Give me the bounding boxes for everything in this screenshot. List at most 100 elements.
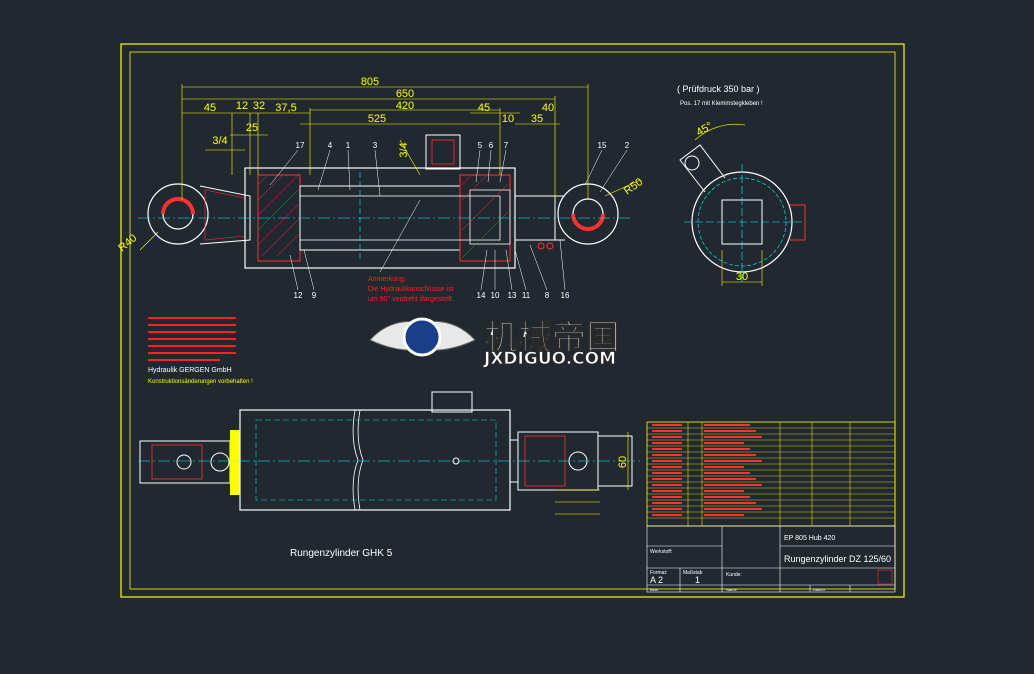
parts-row-number-mark	[652, 496, 682, 498]
parts-row-number-mark	[652, 442, 682, 444]
parts-row-text-mark	[704, 472, 750, 474]
balloon-11: 11	[522, 291, 531, 300]
parts-row-text-mark	[704, 466, 744, 468]
watermark: 机械帝国 JXDIGUO.COM	[369, 317, 621, 369]
dim-10: 10	[502, 113, 514, 125]
parts-row-text-mark	[704, 460, 762, 462]
balloon-10: 10	[491, 291, 500, 300]
dim-3-4-left: 3/4	[212, 135, 227, 147]
parts-row-text-mark	[704, 436, 762, 438]
sheet-value: 1	[695, 575, 700, 585]
bottom-view: 60	[138, 391, 640, 515]
remark-title: Anmerkung:	[368, 276, 406, 283]
parts-row-number-mark	[652, 454, 682, 456]
balloon-8: 8	[545, 291, 550, 300]
parts-row-text-mark	[704, 484, 762, 486]
parts-row-text-mark	[704, 442, 744, 444]
balloon-17: 17	[296, 141, 305, 150]
balloon-12: 12	[294, 291, 303, 300]
dim-35: 35	[531, 113, 543, 125]
parts-row-number-mark	[652, 424, 682, 426]
parts-row-text-mark	[704, 430, 756, 432]
parts-row-number-mark	[652, 508, 682, 510]
customer-label: Kunde:	[726, 572, 742, 578]
balloon-5: 5	[478, 141, 483, 150]
dim-525: 525	[368, 113, 386, 125]
dim-r40: R40	[116, 232, 139, 254]
parts-row-number-mark	[652, 478, 682, 480]
title-block	[646, 525, 896, 593]
balloon-16: 16	[561, 291, 570, 300]
side-dim-45deg: 45°	[694, 120, 714, 139]
company-name: Hydraulik GERGEN GmbH	[148, 367, 232, 374]
dimension-lines	[139, 84, 641, 251]
balloon-14: 14	[477, 291, 486, 300]
date-label: Datum	[813, 587, 825, 592]
remark-note: Anmerkung: Die Hydraulikanschlüsse ist u…	[368, 276, 454, 303]
sheet-label: Blatt	[650, 587, 659, 592]
parts-row-number-mark	[652, 466, 682, 468]
parts-row-text-mark	[704, 502, 756, 504]
parts-row-text-mark	[704, 424, 750, 426]
gear-icon	[402, 317, 442, 357]
dimension-texts: 805 650 45 12 32 37,5 420 525 45 40 10 3…	[116, 76, 645, 254]
balloon-numbers: 17 4 1 3 5 6 7 15 2 12 9 14 10 13 11 8 1…	[294, 141, 630, 300]
dim-45-left: 45	[204, 102, 216, 114]
parts-row-text-mark	[704, 508, 762, 510]
parts-row-number-mark	[652, 460, 682, 462]
balloon-13: 13	[508, 291, 517, 300]
parts-list	[646, 421, 896, 527]
dim-40: 40	[542, 102, 554, 114]
format-label: Format:	[650, 570, 667, 576]
side-view: 30 45°	[679, 120, 806, 286]
parts-row-number-mark	[652, 448, 682, 450]
parts-row-text-mark	[704, 514, 744, 516]
dim-37-5: 37,5	[275, 102, 296, 114]
bottom-view-label: Rungenzylinder GHK 5	[290, 548, 393, 559]
scale-label: Maßstab	[683, 570, 703, 576]
dim-45-right: 45	[478, 102, 490, 114]
test-pressure-note: ( Prüfdruck 350 bar )	[677, 84, 760, 94]
parts-row-number-mark	[652, 430, 682, 432]
balloon-15: 15	[598, 141, 607, 150]
parts-row-text-mark	[704, 496, 750, 498]
dim-32: 32	[253, 100, 265, 112]
parts-row-number-mark	[652, 472, 682, 474]
name-label: Name	[726, 587, 737, 592]
parts-row-text-mark	[704, 490, 744, 492]
side-dim-30: 30	[736, 271, 748, 283]
drawing-number: EP 805 Hub 420	[784, 535, 835, 542]
dim-420: 420	[396, 100, 414, 112]
balloon-4: 4	[328, 141, 333, 150]
design-changes-note: Konstruktionsänderungen vorbehalten !	[148, 379, 253, 385]
dim-r50: R50	[622, 176, 645, 197]
balloon-1: 1	[346, 141, 351, 150]
inner-frame	[129, 51, 896, 590]
balloon-2: 2	[625, 141, 630, 150]
watermark-en: JXDIGUO.COM	[483, 349, 616, 369]
balloon-9: 9	[312, 291, 317, 300]
parts-row-text-mark	[704, 448, 750, 450]
parts-row-number-mark	[652, 514, 682, 516]
section-view	[138, 134, 630, 291]
format-value: A 2	[650, 575, 663, 585]
pos17-note: Pos. 17 mit Klemmstegkleben !	[680, 101, 763, 107]
dim-805: 805	[361, 76, 379, 88]
top-notes: ( Prüfdruck 350 bar ) Pos. 17 mit Klemms…	[677, 84, 763, 107]
parts-row-number-mark	[652, 490, 682, 492]
parts-row-number-mark	[652, 484, 682, 486]
remark-line-2: um 90° verdreht dargestellt.	[368, 295, 454, 303]
outer-frame	[120, 43, 905, 598]
balloon-3: 3	[373, 141, 378, 150]
dim-12: 12	[236, 100, 248, 112]
red-note-block	[148, 317, 236, 361]
balloon-7: 7	[504, 141, 509, 150]
drawing-title: Rungenzylinder DZ 125/60	[784, 554, 891, 564]
dim-650: 650	[396, 88, 414, 100]
balloon-6: 6	[489, 141, 494, 150]
werkstoff-label: Werkstoff:	[650, 549, 672, 555]
parts-row-number-mark	[652, 502, 682, 504]
parts-row-text-mark	[704, 454, 756, 456]
dim-3-4-right: 3/4	[398, 142, 410, 157]
